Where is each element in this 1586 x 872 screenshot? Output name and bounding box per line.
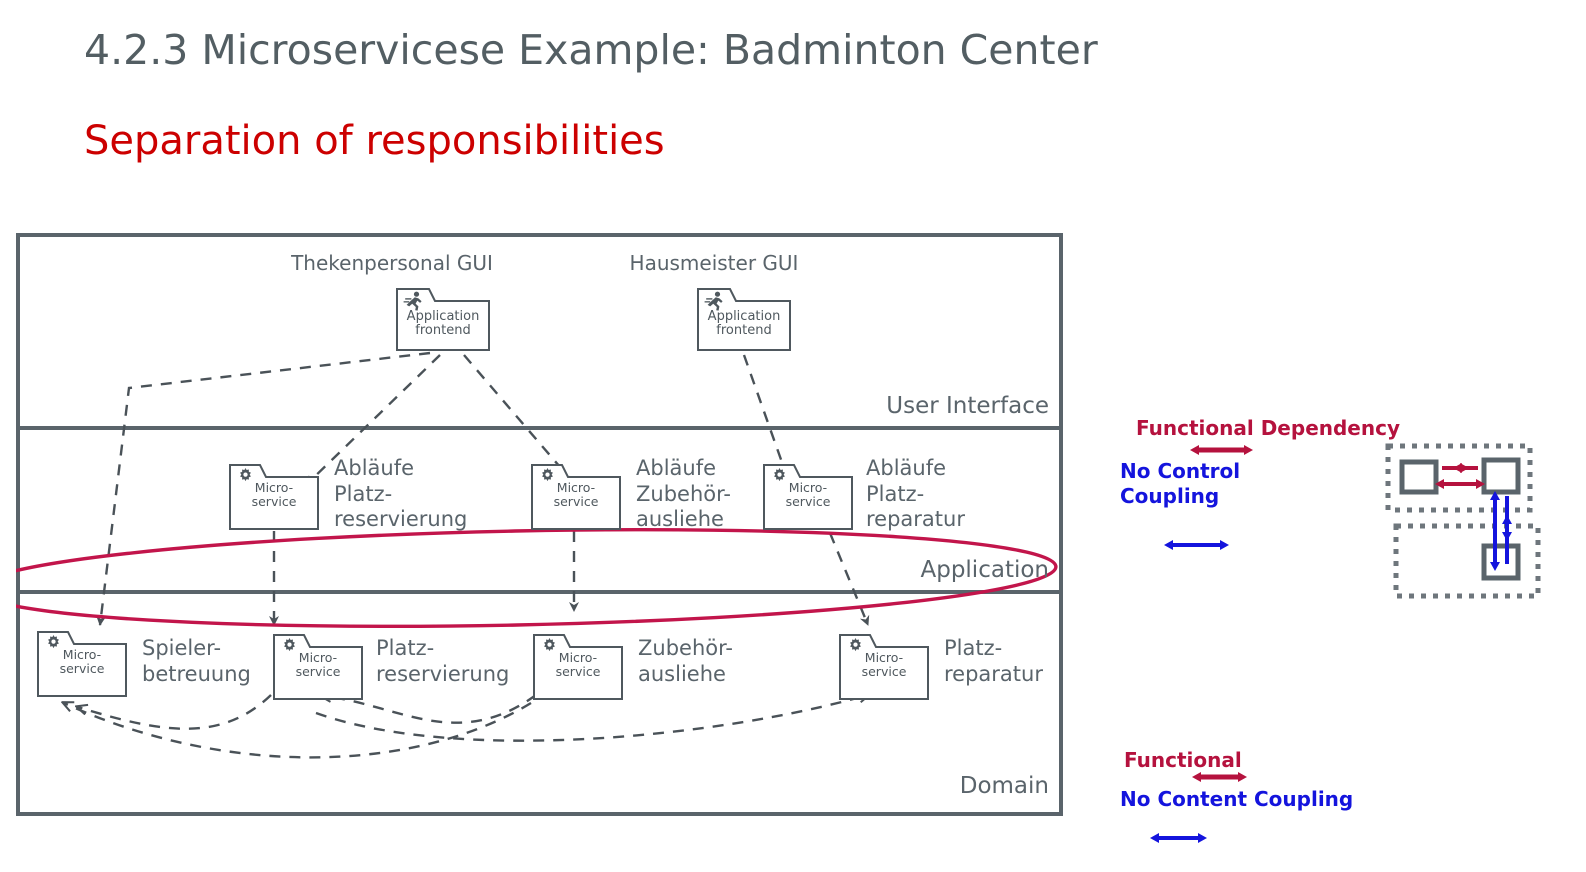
- gear-icon: [284, 638, 295, 652]
- component-shape: [273, 634, 363, 700]
- caption-line-1: Abläufe: [636, 456, 717, 480]
- legend-bottom-functional-label: Functional: [1124, 748, 1242, 772]
- component-microservice-ablaeufe-platzreservierung[interactable]: Micro- service: [228, 461, 320, 531]
- component-shape: [531, 464, 621, 530]
- component-shape: [396, 288, 490, 351]
- caption-line-1: Abläufe: [334, 456, 415, 480]
- node-caption-ablaeufe-platzreservierung: Abläufe Platz- reservierung: [334, 456, 467, 533]
- node-caption-spielerbetreuung: Spieler- betreuung: [142, 636, 251, 687]
- component-microservice-ablaeufe-platzreparatur[interactable]: Micro- service: [762, 461, 854, 531]
- component-shape: [229, 464, 319, 530]
- diagram-frame: [16, 233, 1063, 816]
- node-caption-platzreservierung: Platz- reservierung: [376, 636, 509, 687]
- legend-dotted-boundary-lower: [1393, 523, 1541, 599]
- legend-top-graphic: [1164, 443, 1541, 599]
- legend-top-coupling-label: Coupling: [1120, 484, 1220, 508]
- legend-box-b: [1481, 457, 1521, 495]
- dependency-arrows-domain: [64, 695, 868, 759]
- node-caption-platzreparatur: Platz- reparatur: [944, 636, 1043, 687]
- node-caption-zubehoerausliehe: Zubehör- ausliehe: [638, 636, 733, 687]
- node-title-thekenpersonal-gui: Thekenpersonal GUI: [291, 251, 493, 275]
- caption-line-1: Platz-: [944, 636, 1003, 660]
- gear-icon: [240, 468, 251, 482]
- caption-line-2: reservierung: [376, 661, 510, 686]
- layer-label-domain: Domain: [959, 773, 1049, 799]
- caption-line-2: Platz-: [866, 481, 925, 506]
- legend-box-c: [1481, 543, 1521, 581]
- component-microservice-ablaeufe-zubehoerausliehe[interactable]: Micro- service: [530, 461, 622, 531]
- node-title-hausmeister-gui: Hausmeister GUI: [629, 251, 799, 275]
- running-person-icon: [704, 291, 723, 311]
- caption-line-1: Spieler-: [142, 636, 222, 660]
- node-caption-ablaeufe-platzreparatur: Abläufe Platz- reparatur: [866, 456, 965, 533]
- caption-line-2: betreuung: [142, 661, 251, 686]
- layer-label-user-interface: User Interface: [886, 393, 1049, 419]
- node-caption-ablaeufe-zubehoerausliehe: Abläufe Zubehör- ausliehe: [636, 456, 731, 533]
- caption-line-2: Zubehör-: [636, 481, 731, 506]
- caption-line-2: ausliehe: [638, 661, 726, 686]
- caption-line-3: reservierung: [334, 507, 468, 532]
- legend-dotted-boundary-upper: [1385, 443, 1533, 513]
- running-person-icon: [403, 291, 422, 311]
- component-microservice-platzreservierung[interactable]: Micro- service: [272, 631, 364, 701]
- page-subtitle: Separation of responsibilities: [84, 118, 665, 164]
- component-microservice-platzreparatur[interactable]: Micro- service: [838, 631, 930, 701]
- page-title: 4.2.3 Microservicese Example: Badminton …: [84, 26, 1098, 74]
- legend-bottom-graphic: [1150, 772, 1247, 843]
- legend-bottom-no-content-coupling-label: No Content Coupling: [1120, 787, 1354, 811]
- component-shape: [37, 631, 127, 697]
- gear-icon: [544, 638, 555, 652]
- component-shape: [533, 634, 623, 700]
- gear-icon: [774, 468, 785, 482]
- gear-icon: [850, 638, 861, 652]
- gear-icon: [542, 468, 553, 482]
- component-shape: [839, 634, 929, 700]
- legend-top-functional-dependency-label: Functional Dependency: [1136, 416, 1401, 440]
- caption-line-3: reparatur: [866, 507, 965, 532]
- component-shape: [697, 288, 791, 351]
- caption-line-2: Platz-: [334, 481, 393, 506]
- component-microservice-spielerbetreuung[interactable]: Micro- service: [36, 628, 128, 698]
- caption-line-3: ausliehe: [636, 507, 724, 532]
- caption-line-2: reparatur: [944, 661, 1043, 686]
- architecture-diagram: User Interface Application Domain Theken…: [16, 233, 1063, 816]
- dependency-arrows-application: [269, 531, 870, 626]
- caption-line-1: Abläufe: [866, 456, 947, 480]
- highlight-ellipse: [16, 527, 1058, 629]
- legend-top-no-control-label: No Control: [1120, 459, 1241, 483]
- gear-icon: [48, 635, 59, 649]
- component-shape: [763, 464, 853, 530]
- caption-line-1: Zubehör-: [638, 636, 733, 660]
- component-application-frontend-thekenpersonal[interactable]: Application frontend: [395, 284, 491, 352]
- component-application-frontend-hausmeister[interactable]: Application frontend: [696, 284, 792, 352]
- legend-box-a: [1399, 459, 1439, 495]
- layer-label-application: Application: [920, 557, 1049, 583]
- component-microservice-zubehoerausliehe[interactable]: Micro- service: [532, 631, 624, 701]
- caption-line-1: Platz-: [376, 636, 435, 660]
